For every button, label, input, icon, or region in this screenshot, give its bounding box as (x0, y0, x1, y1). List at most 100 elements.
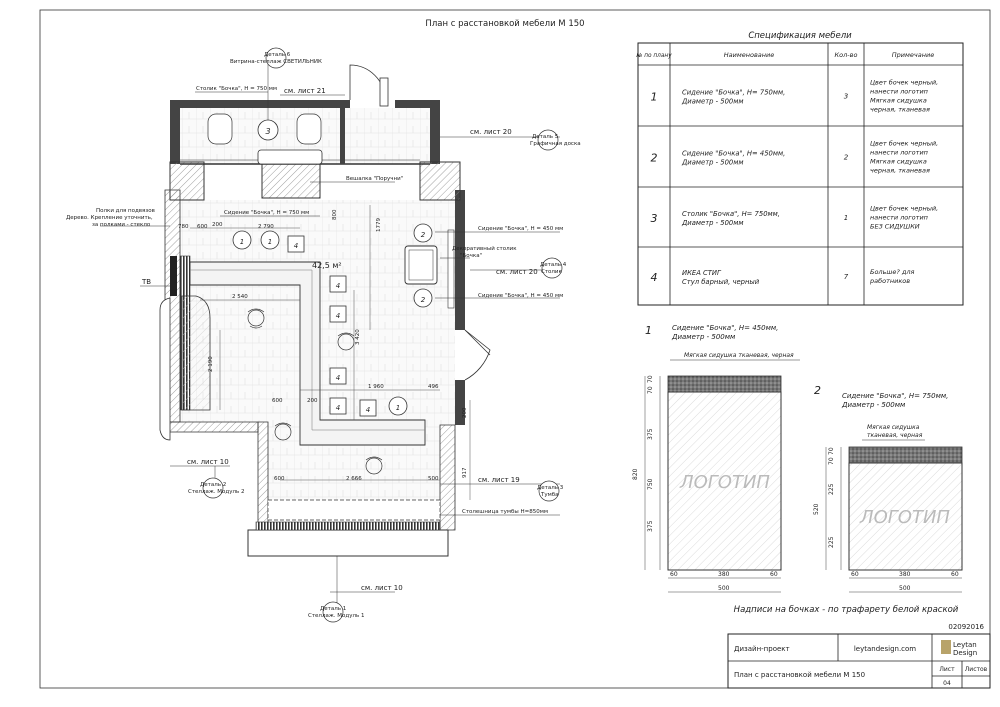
spec-row-num: 4 (651, 271, 658, 284)
detail2-cushion-1: Мягкая сидушка (867, 424, 920, 431)
svg-text:780: 780 (178, 224, 189, 230)
detail1-logo: ЛОГОТИП (679, 472, 770, 493)
svg-text:4: 4 (336, 374, 340, 382)
spec-header-note: Примечание (892, 51, 934, 59)
svg-text:820: 820 (632, 468, 639, 480)
room-area: 42,5 м² (312, 261, 342, 270)
detail1-cushion: Мягкая сидушка тканевая, черная (684, 352, 794, 359)
svg-text:60: 60 (770, 571, 778, 578)
detail-barrel-450: 1 Сидение "Бочка", Н= 450мм, Диаметр - 5… (632, 324, 800, 593)
ref-sheet-19: см. лист 19 (478, 476, 520, 484)
spec-row-num: 1 (651, 91, 658, 104)
svg-text:1: 1 (396, 404, 400, 412)
svg-text:380: 380 (899, 571, 911, 578)
label-decor-2: "Бочка" (460, 253, 482, 259)
label-seat750: Сидение "Бочка", Н = 750 мм (224, 210, 309, 216)
title-block: 02092016 Дизайн-проект leytandesign.com … (727, 623, 991, 689)
spec-row-note: нанести логотип (870, 88, 928, 96)
spec-title: Спецификация мебели (748, 31, 852, 41)
svg-text:1779: 1779 (376, 218, 382, 232)
tb-project: Дизайн-проект (734, 645, 790, 653)
label-detail1: Деталь 1 (320, 606, 346, 612)
svg-text:600: 600 (272, 398, 283, 404)
svg-text:2: 2 (421, 296, 426, 304)
tb-logo-2: Design (953, 649, 977, 657)
svg-text:1: 1 (240, 238, 244, 246)
spec-row-name: Столик "Бочка", Н= 750мм, (682, 210, 780, 218)
spec-row-note: Мягкая сидушка (870, 97, 927, 105)
spec-row-note: Цвет бочек черный, (870, 205, 938, 213)
svg-text:60: 60 (951, 571, 959, 578)
svg-text:4: 4 (366, 406, 370, 414)
spec-row-note: нанести логотип (870, 214, 928, 222)
svg-text:200: 200 (212, 222, 223, 228)
spec-row-name: Сидение "Бочка", Н= 450мм, (682, 150, 785, 158)
label-hanger: Вешалка "Поручни" (346, 176, 403, 182)
tb-site: leytandesign.com (854, 645, 916, 653)
label-shelves-1: Полки для подвязов (96, 208, 155, 214)
spec-row-qty: 3 (844, 93, 848, 101)
spec-row-name: Сидение "Бочка", Н= 750мм, (682, 89, 785, 97)
details-note: Надписи на бочках - по трафарету белой к… (734, 605, 959, 615)
spec-row-name: Стул барный, черный (682, 278, 760, 286)
spec-row-note: нанести логотип (870, 149, 928, 157)
spec-header-num: № по плану (635, 53, 672, 59)
detail2-cushion-2: тканевая, черная (867, 432, 923, 439)
svg-text:496: 496 (428, 384, 439, 390)
svg-text:375: 375 (647, 428, 654, 440)
label-stellazh1: Стеллаж. Модуль 1 (308, 613, 364, 619)
label-detail3: Деталь 3 (537, 485, 564, 491)
spec-row-note: Мягкая сидушка (870, 158, 927, 166)
svg-text:200: 200 (462, 407, 468, 418)
label-tv: ТВ (141, 278, 151, 286)
svg-text:2 666: 2 666 (346, 476, 362, 482)
svg-text:70: 70 (828, 447, 835, 455)
label-seat450a: Сидение "Бочка", Н = 450 мм (478, 226, 563, 232)
detail-barrel-750: 2 Сидение "Бочка", Н= 750мм, Диаметр - 5… (813, 384, 963, 593)
svg-text:375: 375 (647, 520, 654, 532)
svg-text:60: 60 (851, 571, 859, 578)
spec-row-qty: 2 (844, 154, 849, 162)
sheet-frame (39, 9, 991, 689)
svg-text:917: 917 (462, 467, 468, 478)
spec-row-qty: 1 (844, 214, 848, 222)
label-stellazh2: Стеллаж. Модуль 2 (188, 489, 244, 495)
spec-row-note: Цвет бочек черный, (870, 79, 938, 87)
label-tumba: Тумба (540, 492, 559, 498)
spec-row-note: Цвет бочек черный, (870, 140, 938, 148)
ref-sheet-10b: см. лист 10 (361, 584, 403, 592)
spec-row-note: черная, тканевая (870, 167, 930, 175)
tb-sheet-no: 04 (943, 680, 951, 687)
ref-sheet-10a: см. лист 10 (187, 458, 229, 466)
spec-row-qty: 7 (844, 273, 849, 281)
svg-text:200: 200 (307, 398, 318, 404)
svg-text:70: 70 (647, 386, 654, 394)
svg-text:225: 225 (828, 483, 835, 495)
spec-header-qty: Кол-во (835, 51, 858, 59)
label-table-top: Столик "Бочка", Н = 750 мм (196, 86, 277, 92)
svg-text:2 790: 2 790 (258, 224, 274, 230)
plan-title: План с расстановкой мебели М 150 (425, 19, 584, 29)
svg-text:500: 500 (899, 585, 911, 592)
svg-text:800: 800 (332, 209, 338, 220)
label-grafic: Графичная доска (530, 141, 581, 147)
tb-sheet-label: Лист (939, 666, 955, 673)
svg-text:70: 70 (828, 457, 835, 465)
label-countertop: Столешница тумбы Н=850мм (462, 509, 548, 515)
detail2-num: 2 (814, 384, 821, 397)
label-shelves-2: Дерево. Крепление уточнить, (66, 215, 153, 221)
detail2-logo: ЛОГОТИП (859, 507, 950, 528)
label-detail2: Деталь 2 (200, 482, 226, 488)
bar-stools: 4 4 4 4 4 4 (287, 235, 377, 417)
spec-table: Спецификация мебели № по плану Наименова… (635, 31, 964, 306)
label-detail5: Деталь 5 (532, 134, 559, 140)
svg-text:1: 1 (268, 238, 272, 246)
svg-text:3: 3 (265, 127, 270, 136)
svg-text:60: 60 (670, 571, 678, 578)
spec-row-name: Диаметр - 500мм (681, 159, 743, 167)
spec-row-note: Больше? для (870, 268, 915, 276)
label-stolik: Столик (541, 269, 562, 275)
detail1-title-1: Сидение "Бочка", Н= 450мм, (672, 324, 778, 332)
